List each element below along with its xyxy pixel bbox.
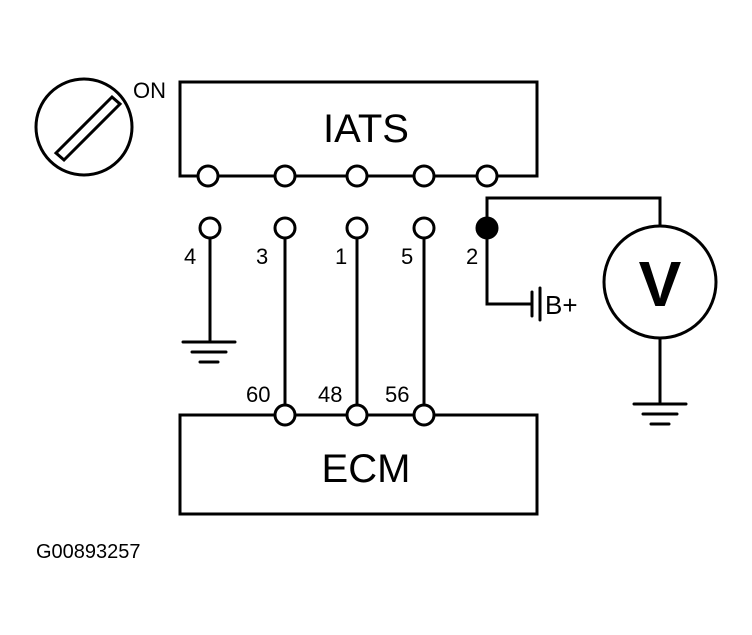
voltmeter-label: V xyxy=(639,248,682,320)
pin-1-label: 1 xyxy=(335,244,347,269)
ecm-pin-60-label: 60 xyxy=(246,382,270,407)
wire-probe-voltmeter xyxy=(485,196,662,228)
battery-label: B+ xyxy=(545,290,578,320)
pin-5-label: 5 xyxy=(401,244,413,269)
iats-label: IATS xyxy=(323,107,409,151)
ecm-pin-56-label: 56 xyxy=(385,382,409,407)
ignition-switch-icon xyxy=(34,77,134,177)
iats-pin-row xyxy=(196,164,499,188)
ecm-label: ECM xyxy=(322,447,411,491)
pin-2-label: 2 xyxy=(466,244,478,269)
ground-icon xyxy=(632,402,688,426)
figure-id: G00893257 xyxy=(36,541,141,563)
ground-icon xyxy=(181,340,237,364)
battery-terminal-icon xyxy=(530,286,542,322)
wire-2-battery xyxy=(485,236,534,306)
pin-3-label: 3 xyxy=(256,244,268,269)
ecm-pin-row xyxy=(273,403,436,427)
harness-pin-row xyxy=(198,216,436,240)
ecm-pin-48-label: 48 xyxy=(318,382,342,407)
pin-4-label: 4 xyxy=(184,244,196,269)
probe-point xyxy=(475,216,499,240)
switch-on-label: ON xyxy=(133,78,166,103)
